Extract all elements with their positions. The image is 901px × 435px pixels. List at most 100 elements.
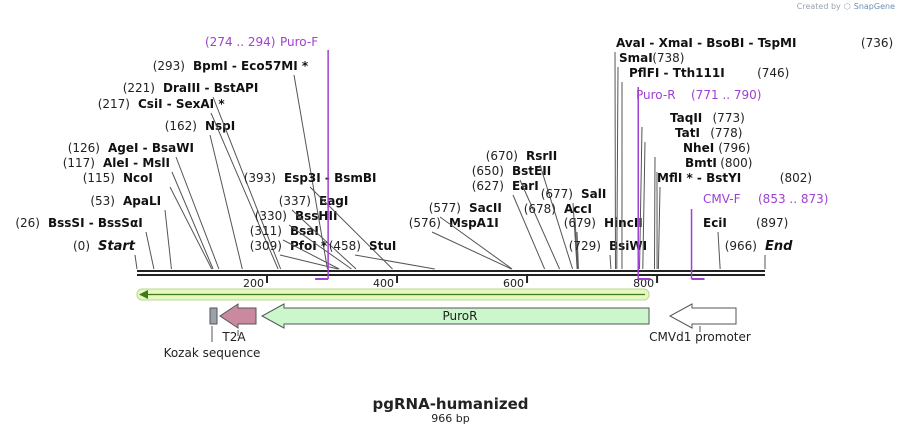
site-connector — [210, 112, 279, 270]
site-position: (162) — [165, 119, 197, 133]
site-connector — [539, 164, 574, 270]
feature-label: T2A — [221, 330, 246, 344]
site-position: (115) — [83, 171, 115, 185]
primer-name: CMV-F — [703, 192, 741, 206]
primer-range: (274 .. 294) — [205, 35, 275, 49]
primer-range: (853 .. 873) — [758, 192, 828, 206]
site-connector — [653, 156, 656, 270]
map-title: pgRNA-humanized — [372, 395, 529, 413]
site-name: TatI — [675, 126, 700, 140]
site-position: (670) — [486, 149, 518, 163]
ruler-label: 400 — [373, 277, 394, 290]
site-name: Esp3I - BsmBI — [284, 171, 376, 185]
site-connector — [288, 224, 352, 270]
site-name: SmaI — [619, 51, 653, 65]
feature-label: PuroR — [443, 309, 478, 323]
site-name: BmtI — [685, 156, 717, 170]
site-position: (746) — [757, 66, 789, 80]
site-position: (217) — [98, 97, 130, 111]
site-position: (309) — [250, 239, 282, 253]
site-connector — [717, 231, 721, 270]
site-connector — [164, 209, 172, 270]
feature-puror — [260, 303, 650, 329]
site-connector — [209, 134, 243, 270]
credit-brand: SnapGene — [853, 2, 895, 11]
site-connector — [309, 186, 393, 270]
site-name: StuI — [369, 239, 396, 253]
site-position: (796) — [718, 141, 750, 155]
map-length: 966 bp — [431, 412, 470, 425]
site-connector — [354, 254, 435, 270]
site-name: CsiI - SexAI * — [138, 97, 225, 111]
site-name: EciI — [703, 216, 727, 230]
site-name: BpmI - Eco57MI * — [193, 59, 309, 73]
site-position: (53) — [90, 194, 115, 208]
orf-arrow-head — [139, 290, 148, 299]
site-name: BsiWI — [609, 239, 647, 253]
site-position: (800) — [720, 156, 752, 170]
site-name: NspI — [205, 119, 235, 133]
site-name: AvaI - XmaI - BsoBI - TspMI — [616, 36, 796, 50]
site-name: EagI — [319, 194, 348, 208]
ruler-label: 600 — [503, 277, 524, 290]
site-name: MflI * - BstYI — [657, 171, 741, 185]
site-position: (221) — [123, 81, 155, 95]
site-name: AleI - MslI — [103, 156, 170, 170]
site-connector — [657, 186, 661, 270]
site-name: ApaLI — [123, 194, 161, 208]
site-position: (458) — [329, 239, 361, 253]
site-name: BssSI - BssSαI — [48, 216, 143, 230]
credit-prefix: Created by — [796, 2, 841, 11]
site-connector — [175, 156, 220, 270]
site-connector — [169, 186, 213, 270]
site-connector — [639, 126, 643, 270]
site-name: SacII — [469, 201, 502, 215]
site-name: Start — [98, 239, 136, 254]
site-connector — [282, 239, 340, 270]
site-connector — [574, 217, 579, 270]
site-connector — [431, 231, 512, 270]
site-position: (738) — [652, 51, 684, 65]
site-position: (330) — [255, 209, 287, 223]
site-name: RsrII — [526, 149, 557, 163]
site-connector — [279, 254, 338, 270]
site-connector — [134, 254, 138, 270]
site-position: (293) — [153, 59, 185, 73]
site-position: (966) — [725, 239, 757, 253]
site-connector — [171, 171, 214, 270]
site-connector — [576, 231, 579, 270]
site-name: HincII — [604, 216, 643, 230]
site-name: PflFI - Tth111I — [629, 66, 725, 80]
site-connector — [291, 209, 357, 270]
site-name: TaqII — [670, 111, 702, 125]
site-position: (802) — [780, 171, 812, 185]
snapgene-logo-icon: ⬡ — [843, 2, 851, 11]
site-name: DraIII - BstAPI — [163, 81, 258, 95]
site-position: (576) — [409, 216, 441, 230]
site-position: (736) — [861, 36, 893, 50]
site-position: (627) — [472, 179, 504, 193]
site-position: (650) — [472, 164, 504, 178]
site-name: NheI — [683, 141, 714, 155]
site-name: MspA1I — [449, 216, 499, 230]
site-connector — [572, 202, 578, 270]
site-connector — [616, 66, 619, 270]
site-position: (897) — [756, 216, 788, 230]
feature-cmv — [668, 303, 737, 329]
site-name: PfoI * — [290, 239, 328, 253]
feature-label: Kozak sequence — [164, 346, 261, 360]
site-connector — [145, 231, 155, 270]
site-connector — [609, 254, 612, 270]
site-name: AccI — [564, 202, 592, 216]
site-position: (678) — [524, 202, 556, 216]
site-name: BssHII — [295, 209, 337, 223]
site-connector — [212, 96, 282, 270]
site-position: (311) — [250, 224, 282, 238]
site-position: (26) — [15, 216, 40, 230]
site-name: BstEII — [512, 164, 551, 178]
site-position: (337) — [279, 194, 311, 208]
site-connector — [293, 74, 328, 270]
primer-name: Puro-F — [280, 35, 318, 49]
site-connector — [519, 179, 561, 270]
